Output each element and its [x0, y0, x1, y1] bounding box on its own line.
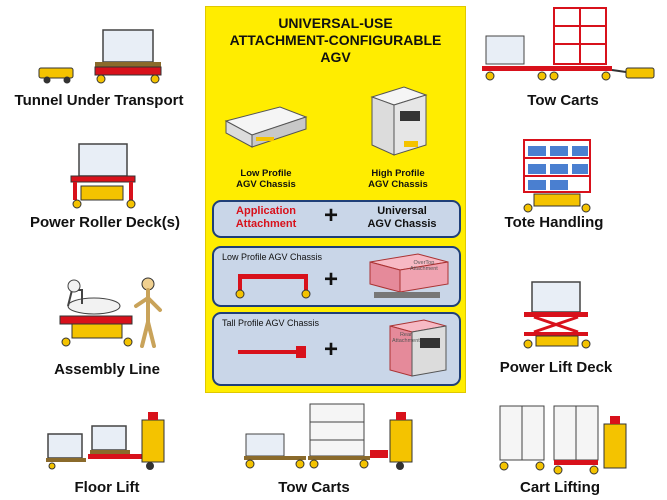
high-profile-caption-text: High Profile AGV Chassis: [368, 168, 428, 190]
rear-attachment-image: [389, 319, 447, 377]
low-profile-plus: +: [324, 266, 339, 293]
caption-tote-handling: Tote Handling: [504, 214, 604, 231]
caption-power-lift-deck: Power Lift Deck: [499, 359, 613, 376]
tall-profile-box-label: Tall Profile AGV Chassis: [222, 318, 320, 328]
caption-power-roller-deck: Power Roller Deck(s): [29, 214, 181, 231]
rear-bracket-image: [238, 346, 306, 358]
high-profile-chassis-image: [370, 86, 428, 156]
tunnel-under-illustration: [38, 29, 162, 84]
tote-handling-illustration: [523, 139, 591, 213]
rear-attachment-label: Rear Attachment: [392, 332, 420, 344]
tall-profile-plus: +: [324, 336, 339, 363]
high-profile-caption: High Profile AGV Chassis: [356, 168, 440, 190]
formula-right: Universal AGV Chassis: [367, 205, 437, 230]
tall-profile-combination-box: Tall Profile AGV Chassis + Rear Attachme…: [212, 312, 461, 386]
formula-plus: +: [324, 202, 339, 229]
power-roller-deck-illustration: [70, 143, 136, 209]
power-lift-deck-illustration: [523, 281, 591, 349]
overtop-attachment-label: OverTop Attachment: [410, 260, 438, 272]
caption-cart-lifting: Cart Lifting: [520, 479, 600, 496]
panel-title-line-2: ATTACHMENT-CONFIGURABLE: [229, 32, 442, 48]
low-profile-combination-box: Low Profile AGV Chassis + OverTop Attach…: [212, 246, 461, 307]
universal-agv-panel: UNIVERSAL-USE ATTACHMENT-CONFIGURABLE AG…: [205, 6, 466, 393]
tow-carts-top-illustration: [482, 7, 655, 81]
low-profile-caption: Low Profile AGV Chassis: [224, 168, 308, 190]
caption-assembly-line: Assembly Line: [54, 361, 160, 378]
cart-lifting-illustration: [499, 405, 627, 475]
overtop-attachment-image: [369, 253, 449, 298]
low-profile-chassis-image: [224, 106, 308, 148]
overtop-bracket-image: [235, 274, 311, 299]
panel-title-line-3: AGV: [320, 49, 351, 65]
panel-title-line-1: UNIVERSAL-USE: [278, 15, 393, 31]
caption-tow-carts-top: Tow Carts: [527, 92, 599, 109]
low-profile-caption-text: Low Profile AGV Chassis: [236, 168, 296, 190]
caption-tunnel-under-transport: Tunnel Under Transport: [14, 92, 184, 109]
caption-floor-lift: Floor Lift: [74, 479, 140, 496]
tow-carts-bottom-illustration: [244, 403, 413, 470]
formula-left: Application Attachment: [235, 205, 297, 230]
caption-tow-carts-bottom: Tow Carts: [278, 479, 350, 496]
low-profile-box-label: Low Profile AGV Chassis: [222, 252, 323, 262]
assembly-line-illustration: [59, 277, 162, 348]
floor-lift-illustration: [46, 412, 165, 470]
formula-box: Application Attachment + Universal AGV C…: [212, 200, 461, 238]
